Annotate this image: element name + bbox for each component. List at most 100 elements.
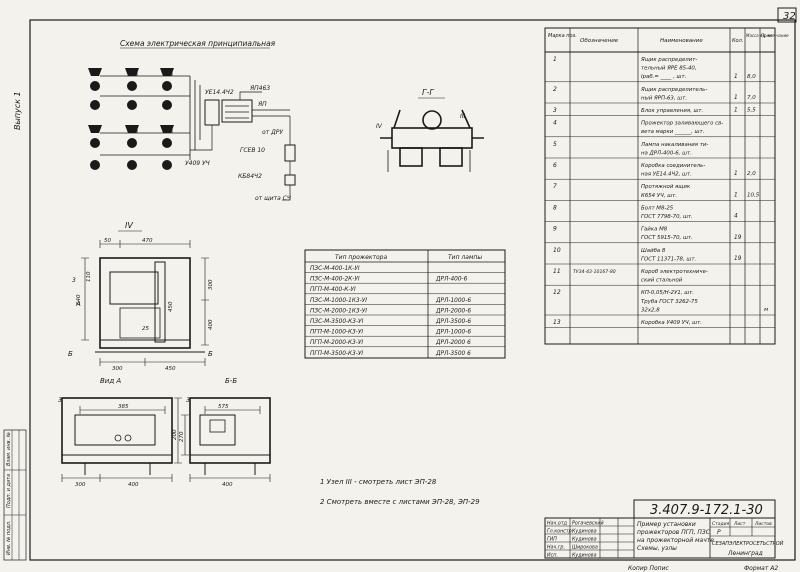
view-bb-label-3: 3 (186, 397, 190, 404)
tb-role: Нач.отд (547, 521, 568, 527)
spec-row-qty: 1 (734, 74, 738, 80)
view-a-title: Вид А (100, 377, 121, 385)
spot-row-type: ПЗС-М-1000-1К3-УI (310, 298, 367, 304)
view-a-dim-top: 385 (118, 404, 129, 410)
section-gg-roman3: III (460, 113, 466, 120)
view-a-dim-bottom1: 300 (75, 482, 86, 488)
spec-row-qty: 1 (734, 95, 738, 101)
spec-row-qty: 1 (734, 171, 738, 177)
note-1: 1 Узел III - смотреть лист ЭП-28 (320, 478, 437, 486)
spec-row-name: Коробка У409 УЧ, шт. (641, 320, 702, 326)
spec-row-qty: 1 (734, 192, 738, 198)
section-gg-title: Г-Г (422, 88, 434, 97)
spec-row-pos: 2 (553, 86, 557, 93)
spot-row-type: ПГП-М-2000-К3-УI (310, 340, 363, 346)
front-dim-left2: 110 (86, 271, 92, 282)
spot-row-lamp: ДРЛ-2000-6 (435, 308, 471, 314)
view-a: Вид А 385 300 400 200 3 (58, 377, 182, 488)
front-dim-bottom1: 300 (112, 366, 123, 372)
tb-stage: Р (717, 529, 721, 536)
tb-title-1: Пример установки (637, 521, 696, 528)
spec-row-pos: 12 (553, 289, 561, 296)
front-dim-top1: 50 (104, 238, 111, 244)
spec-row-qty: 19 (734, 256, 742, 262)
spec-row-code: ТУ34-43-10167-80 (573, 269, 616, 275)
tb-name: Кудинова (572, 529, 597, 535)
sheet-number: 32 (783, 11, 796, 22)
tb-title-2: прожекторов ПГП, ПЗС (637, 529, 711, 536)
lamp-group-bottom (88, 125, 174, 170)
scheme-label-from-panel: от щита СЧ (255, 195, 291, 202)
spec-row-name: ГОСТ 5915-70, шт. (641, 235, 693, 241)
spec-row-name: ский стальной (641, 278, 683, 284)
view-bb-title: Б-Б (225, 377, 237, 385)
view-a-dim-right: 200 (172, 429, 178, 440)
view-bb: Б-Б 575 270 400 3 (179, 377, 271, 488)
tb-city: Ленинград (727, 550, 763, 557)
spec-head-note: Приме-чание (761, 33, 789, 38)
note-2: 2 Смотреть вместе с листами ЭП-28, ЭП-29 (320, 498, 480, 506)
tb-org: СЕЗАПЭЛЕКТРОСЕТЬСТРОЙ (712, 540, 784, 547)
spec-row-name: Ящик распределитель- (640, 87, 707, 93)
spec-row-name: К654 УЧ, шт. (641, 193, 677, 199)
spec-table: Марка поз. Обозначение Наименование Кол.… (544, 27, 789, 345)
scheme-label-tr-link: ГСЕВ 10 (240, 147, 265, 154)
spec-row-name: Iраб.= ____ , шт. (641, 74, 686, 80)
footer-copied: Копир Попис (628, 565, 669, 572)
spec-row-mass: 2,0 (747, 171, 756, 177)
margin-swap-label: Взам. инв. № (6, 432, 12, 466)
spec-row-pos: 9 (553, 226, 557, 233)
tb-title-4: Схемы, узлы (637, 545, 677, 552)
view-a-dim-bottom2: 400 (128, 482, 139, 488)
spec-row-mass: 8,0 (747, 74, 756, 80)
electrical-scheme: Схема электрическая принципиальная (88, 39, 296, 202)
view-a-label-3: 3 (58, 397, 62, 404)
front-label-a: А (75, 300, 81, 308)
spec-row-note: м (764, 307, 768, 313)
spec-row-pos: 5 (553, 141, 557, 148)
margin-inv-label: Инв. № подл. (6, 521, 12, 556)
view-bb-dim-left: 270 (179, 431, 185, 442)
spot-row-lamp: ДРЛ-3500-6 (435, 319, 471, 325)
spec-row-name: Коробка соединитель- (641, 163, 705, 169)
tb-name: Кудинова (572, 553, 597, 559)
spec-row-name: ГОСТ 11371-78, шт. (641, 256, 696, 262)
tb-name: Широкова (572, 545, 598, 551)
spot-row-lamp: ДРЛ-3500 6 (435, 351, 471, 357)
spec-row-name: тельный ЯРЕ 85-40, (641, 66, 697, 72)
scheme-label-yp463: ЯП463 (249, 85, 270, 92)
front-dim-mid: 25 (142, 326, 149, 332)
spot-row-type: ПЗС-М-3500-К3-УI (310, 319, 364, 325)
spec-head-mass: Масса ед. кг (746, 33, 773, 38)
spot-row-lamp: ДРЛ-1000-6 (435, 298, 471, 304)
tb-role: ГИП (547, 537, 557, 543)
spec-row-mass: 7,0 (747, 95, 756, 101)
spec-head-qty: Кол. (732, 38, 743, 44)
spec-row-name: КП-0,05/Н-2У1, шт. (641, 290, 694, 296)
spot-row-type: ПЗС-М-400-1К-УI (310, 266, 360, 272)
spot-row-type: ПГП-М-400-К-УI (310, 287, 356, 293)
tb-role: Гл.констр. (547, 529, 573, 535)
spec-row-qty: 4 (734, 214, 738, 220)
title-block: 3.407.9-172.1-30 Стадия Лист Листов Р СЕ… (544, 499, 784, 559)
sheet-number-box (777, 7, 797, 23)
spec-row-qty: 19 (734, 235, 742, 241)
spot-head-type: Тип прожектора (335, 254, 387, 261)
spot-row-lamp: ДРЛ-1000-6 (435, 330, 471, 336)
spec-row-pos: 13 (553, 319, 561, 326)
spec-row-name: ГОСТ 7798-70, шт. (641, 214, 693, 220)
tb-title-3: на прожекторной мачте (637, 537, 714, 544)
spec-row-name: 32x2,8 (641, 307, 660, 313)
tb-role: Исп. (547, 553, 558, 559)
spot-row-type: ПГП-М-1000-К3-УI (310, 330, 363, 336)
tb-name: Кудинова (572, 537, 597, 543)
spot-row-lamp: ДРЛ-2000 6 (435, 340, 471, 346)
spec-row-name: ный ЯРП-63, шт. (641, 95, 687, 101)
left-margin: Выпуск 1 Инв. № подл. Подп. и дата Взам.… (3, 91, 27, 561)
spec-row-pos: 11 (553, 268, 561, 275)
spec-row-pos: 4 (553, 120, 557, 127)
footer-format: Формат А2 (744, 565, 778, 572)
spec-row-pos: 10 (553, 247, 561, 254)
spot-row-lamp: ДРЛ-400-6 (435, 277, 468, 283)
